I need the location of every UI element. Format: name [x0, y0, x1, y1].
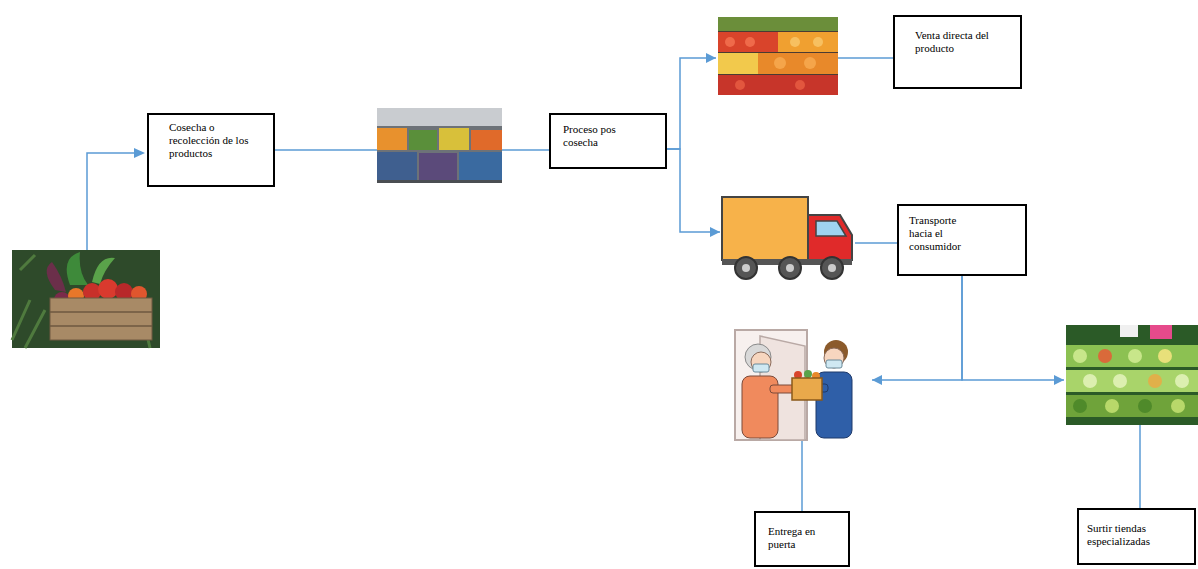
market-photo-part: [718, 17, 838, 95]
delivery-illustration-part: [725, 325, 870, 440]
warehouse-photo-part: [377, 108, 502, 183]
store-photo-part: [1105, 399, 1119, 413]
crate-photo-part: [50, 298, 152, 340]
store-photo-part: [1066, 345, 1198, 367]
box-label: Surtir tiendas especializadas: [1087, 522, 1187, 548]
store-photo-part: [1066, 370, 1198, 392]
box-label: Venta directa del producto: [915, 29, 993, 55]
market-photo-part: [778, 32, 838, 52]
market-photo-part: [718, 32, 778, 52]
warehouse-photo-part: [377, 108, 502, 126]
warehouse-photo-part: [409, 130, 437, 150]
market-photo-part: [813, 37, 823, 47]
warehouse-photo-part: [377, 128, 407, 150]
warehouse-photo-part: [459, 152, 502, 180]
store-photo-part: [1158, 349, 1172, 363]
truck-icon-part: [821, 257, 843, 279]
truck-icon: [722, 197, 852, 279]
market-photo-part: [774, 57, 786, 69]
store-photo: [1066, 325, 1198, 425]
process-box: Entrega en puerta: [754, 511, 850, 567]
delivery-illustration-part: [826, 360, 842, 368]
market-photo-part: [725, 37, 735, 47]
market-photo-part: [718, 53, 758, 74]
store-photo-part: [1128, 349, 1142, 363]
process-box: Transporte hacia el consumidor: [897, 204, 1027, 276]
store-photo-part: [1120, 325, 1138, 337]
truck-icon-part: [816, 221, 846, 236]
truck-icon-part: [779, 257, 801, 279]
market-photo: [718, 17, 838, 95]
warehouse-photo-part: [471, 130, 502, 150]
store-photo-part: [1175, 374, 1189, 388]
process-box: Surtir tiendas especializadas: [1077, 508, 1196, 565]
crate-photo: [12, 250, 160, 348]
delivery-illustration-part: [824, 348, 844, 368]
market-photo-part: [718, 75, 838, 95]
crate-photo-part: [47, 262, 66, 292]
store-photo-part: [1066, 325, 1198, 425]
market-photo-part: [795, 80, 805, 90]
delivery-illustration-part: [804, 370, 812, 378]
store-photo-part: [1066, 395, 1198, 417]
connector-line: [667, 149, 720, 232]
store-photo-part: [1073, 349, 1087, 363]
delivery-illustration-part: [751, 352, 771, 372]
store-photo-part: [1150, 325, 1172, 339]
flow-connector: [802, 276, 962, 511]
warehouse-photo-part: [419, 153, 457, 180]
market-photo-part: [758, 53, 838, 74]
connector-line: [667, 58, 716, 149]
connector-line: [855, 242, 897, 244]
truck-icon-part: [828, 264, 836, 272]
crate-photo-part: [12, 250, 160, 348]
connector-line: [872, 276, 962, 380]
store-photo-part: [1138, 399, 1152, 413]
store-photo-part: [1171, 399, 1185, 413]
box-label: Entrega en puerta: [768, 525, 826, 551]
delivery-illustration: [725, 325, 870, 440]
box-label: Proceso pos cosecha: [563, 123, 643, 149]
box-label: Cosecha o recolección de los productos: [169, 121, 255, 160]
box-label: Transporte hacia el consumidor: [909, 214, 971, 253]
warehouse-photo-part: [377, 180, 502, 183]
warehouse-photo-part: [439, 128, 469, 150]
connector-line: [801, 440, 803, 511]
store-photo-part: [1098, 349, 1112, 363]
truck-icon-part: [786, 264, 794, 272]
truck-icon-part: [742, 264, 750, 272]
warehouse-photo-part: [377, 152, 417, 180]
truck-icon-part: [808, 215, 852, 260]
market-photo-part: [804, 57, 816, 69]
process-box: Proceso pos cosecha: [549, 113, 667, 169]
crate-photo-part: [67, 252, 88, 285]
store-photo-part: [1083, 374, 1097, 388]
market-photo-part: [745, 37, 755, 47]
start-arrow: [87, 148, 145, 250]
crate-photo-part: [50, 312, 152, 326]
truck-icon-part: [722, 197, 808, 260]
connector-line: [838, 57, 893, 59]
start-arrow-part: [87, 153, 136, 250]
process-box: Cosecha o recolección de los productos: [147, 113, 275, 187]
connector-line: [962, 276, 1064, 380]
delivery-illustration-part: [792, 378, 822, 400]
start-arrow-part: [134, 148, 145, 158]
store-photo-part: [1148, 374, 1162, 388]
warehouse-photo: [377, 108, 502, 183]
market-photo-part: [790, 37, 800, 47]
market-photo-part: [718, 17, 838, 31]
process-box: Venta directa del producto: [893, 15, 1022, 89]
market-photo-part: [735, 80, 745, 90]
store-photo-part: [1073, 399, 1087, 413]
connector-line: [1139, 425, 1141, 508]
delivery-illustration-part: [753, 364, 769, 372]
crate-photo-part: [98, 279, 118, 299]
store-photo-part: [1113, 374, 1127, 388]
truck-icon-part: [735, 257, 757, 279]
